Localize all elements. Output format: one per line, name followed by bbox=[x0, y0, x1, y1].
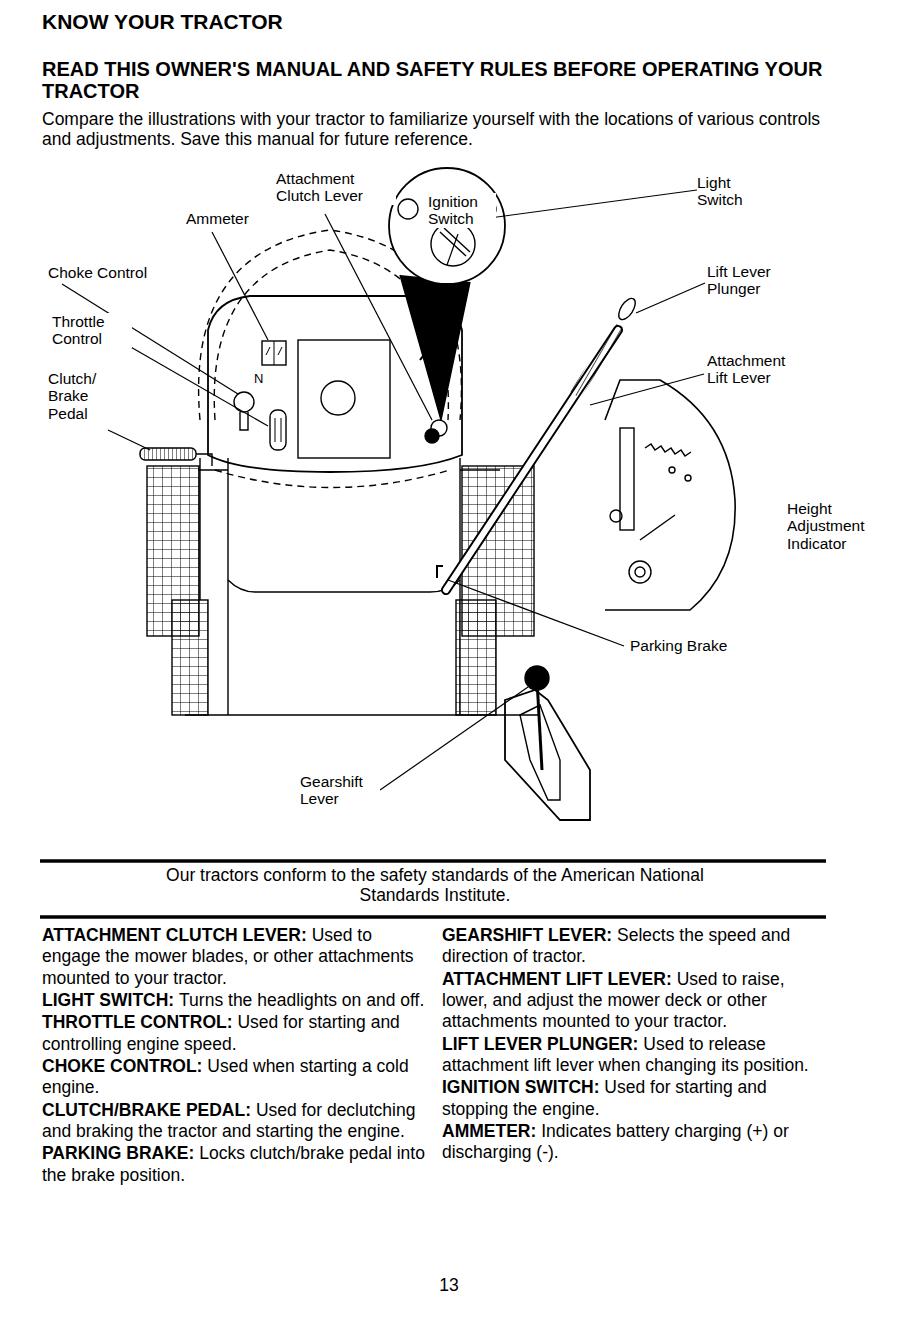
choke-stem bbox=[240, 412, 248, 430]
definition-text: Turns the headlights on and off. bbox=[179, 990, 424, 1010]
definition: PARKING BRAKE: Locks clutch/brake pedal … bbox=[42, 1143, 427, 1186]
lift-lever-plunger bbox=[615, 296, 638, 323]
definition: LIGHT SWITCH: Turns the headlights on an… bbox=[42, 990, 427, 1011]
clutch-lever-knob bbox=[425, 429, 439, 443]
part-label: Lift Lever Plunger bbox=[707, 263, 787, 298]
definition: IGNITION SWITCH: Used for starting and s… bbox=[442, 1077, 832, 1120]
part-label: Ammeter bbox=[186, 210, 266, 227]
height-indicator-outline bbox=[605, 380, 735, 610]
gearshift-gate bbox=[505, 690, 590, 820]
definition-spacer bbox=[194, 1143, 199, 1163]
definition-spacer bbox=[233, 1012, 238, 1032]
throttle-slot bbox=[275, 418, 281, 442]
stop-symbol bbox=[398, 199, 418, 219]
pivot bbox=[610, 510, 622, 522]
choke-knob bbox=[234, 392, 254, 412]
right-wheel bbox=[456, 600, 496, 715]
definition-term: LIFT LEVER PLUNGER: bbox=[442, 1034, 638, 1054]
page-title: KNOW YOUR TRACTOR bbox=[42, 10, 283, 34]
definition-column: ATTACHMENT CLUTCH LEVER: Used to engage … bbox=[42, 925, 427, 1187]
definition: GEARSHIFT LEVER: Selects the speed and d… bbox=[442, 925, 832, 968]
rule-line bbox=[40, 859, 826, 863]
indicator-pointer bbox=[640, 515, 675, 540]
part-label: Ignition Switch bbox=[428, 193, 496, 228]
height-notches bbox=[645, 444, 691, 456]
definition: ATTACHMENT LIFT LEVER: Used to raise, lo… bbox=[442, 969, 832, 1033]
definition: THROTTLE CONTROL: Used for starting and … bbox=[42, 1012, 427, 1055]
left-wheel bbox=[172, 600, 208, 715]
gearshift-knob bbox=[525, 666, 549, 690]
definition: CHOKE CONTROL: Used when starting a cold… bbox=[42, 1056, 427, 1099]
key-slot bbox=[431, 222, 475, 266]
ignition-callout bbox=[389, 168, 505, 284]
definition-term: PARKING BRAKE: bbox=[42, 1143, 194, 1163]
hood-panel bbox=[298, 340, 390, 458]
tractor-body bbox=[140, 168, 735, 820]
ammeter bbox=[262, 341, 286, 365]
part-label: Height Adjustment Indicator bbox=[787, 500, 891, 552]
part-label: Choke Control bbox=[48, 264, 178, 281]
part-label: Attachment Clutch Lever bbox=[276, 170, 396, 205]
definition: ATTACHMENT CLUTCH LEVER: Used to engage … bbox=[42, 925, 427, 989]
part-label: Attachment Lift Lever bbox=[707, 352, 797, 387]
definition-spacer bbox=[202, 1056, 207, 1076]
definition-term: GEARSHIFT LEVER: bbox=[442, 925, 612, 945]
definition-spacer bbox=[251, 1100, 256, 1120]
page-number: 13 bbox=[419, 1276, 479, 1296]
seat-edge bbox=[228, 580, 460, 592]
definition-spacer bbox=[536, 1121, 541, 1141]
lever-grip bbox=[575, 326, 620, 395]
definition-term: CLUTCH/BRAKE PEDAL: bbox=[42, 1100, 251, 1120]
throttle-lever bbox=[270, 410, 286, 450]
definition: AMMETER: Indicates battery charging (+) … bbox=[442, 1121, 832, 1164]
parking-brake bbox=[437, 566, 443, 578]
gearshift-lever bbox=[537, 680, 542, 770]
part-label: Throttle Control bbox=[52, 313, 132, 348]
definition-spacer bbox=[638, 1034, 643, 1054]
definition-term: ATTACHMENT LIFT LEVER: bbox=[442, 969, 672, 989]
height-dot bbox=[685, 475, 691, 481]
subheading: READ THIS OWNER'S MANUAL AND SAFETY RULE… bbox=[42, 58, 852, 103]
definition-term: CHOKE CONTROL: bbox=[42, 1056, 202, 1076]
adjust-knob bbox=[629, 561, 651, 583]
ammeter-needles bbox=[266, 341, 282, 365]
definition-spacer bbox=[307, 925, 312, 945]
rule-line bbox=[40, 915, 826, 919]
safety-note: Our tractors conform to the safety stand… bbox=[150, 866, 720, 905]
part-label: Gearshift Lever bbox=[300, 773, 380, 808]
dash-symbol: N bbox=[254, 372, 268, 387]
definition-spacer bbox=[672, 969, 677, 989]
part-label: Clutch/ Brake Pedal bbox=[48, 370, 108, 422]
dash-outline bbox=[214, 250, 448, 420]
definition-term: ATTACHMENT CLUTCH LEVER: bbox=[42, 925, 307, 945]
definition: CLUTCH/BRAKE PEDAL: Used for declutching… bbox=[42, 1100, 427, 1143]
definition-term: AMMETER: bbox=[442, 1121, 536, 1141]
definition-term: LIGHT SWITCH: bbox=[42, 990, 174, 1010]
body-lines bbox=[185, 458, 540, 715]
callout-tail bbox=[400, 275, 470, 420]
intro-text: Compare the illustrations with your trac… bbox=[42, 110, 842, 149]
definition-term: THROTTLE CONTROL: bbox=[42, 1012, 233, 1032]
part-label: Parking Brake bbox=[630, 637, 750, 654]
definition-column: GEARSHIFT LEVER: Selects the speed and d… bbox=[442, 925, 832, 1165]
gauge bbox=[321, 381, 355, 415]
definition: LIFT LEVER PLUNGER: Used to release atta… bbox=[442, 1034, 832, 1077]
definition-spacer bbox=[174, 990, 179, 1010]
definition-spacer bbox=[612, 925, 617, 945]
definition-spacer bbox=[599, 1077, 604, 1097]
dash-outline bbox=[215, 470, 450, 488]
definition-term: IGNITION SWITCH: bbox=[442, 1077, 599, 1097]
adjust-knob-center bbox=[635, 567, 645, 577]
part-label: Light Switch bbox=[697, 174, 767, 209]
height-dot bbox=[669, 467, 675, 473]
